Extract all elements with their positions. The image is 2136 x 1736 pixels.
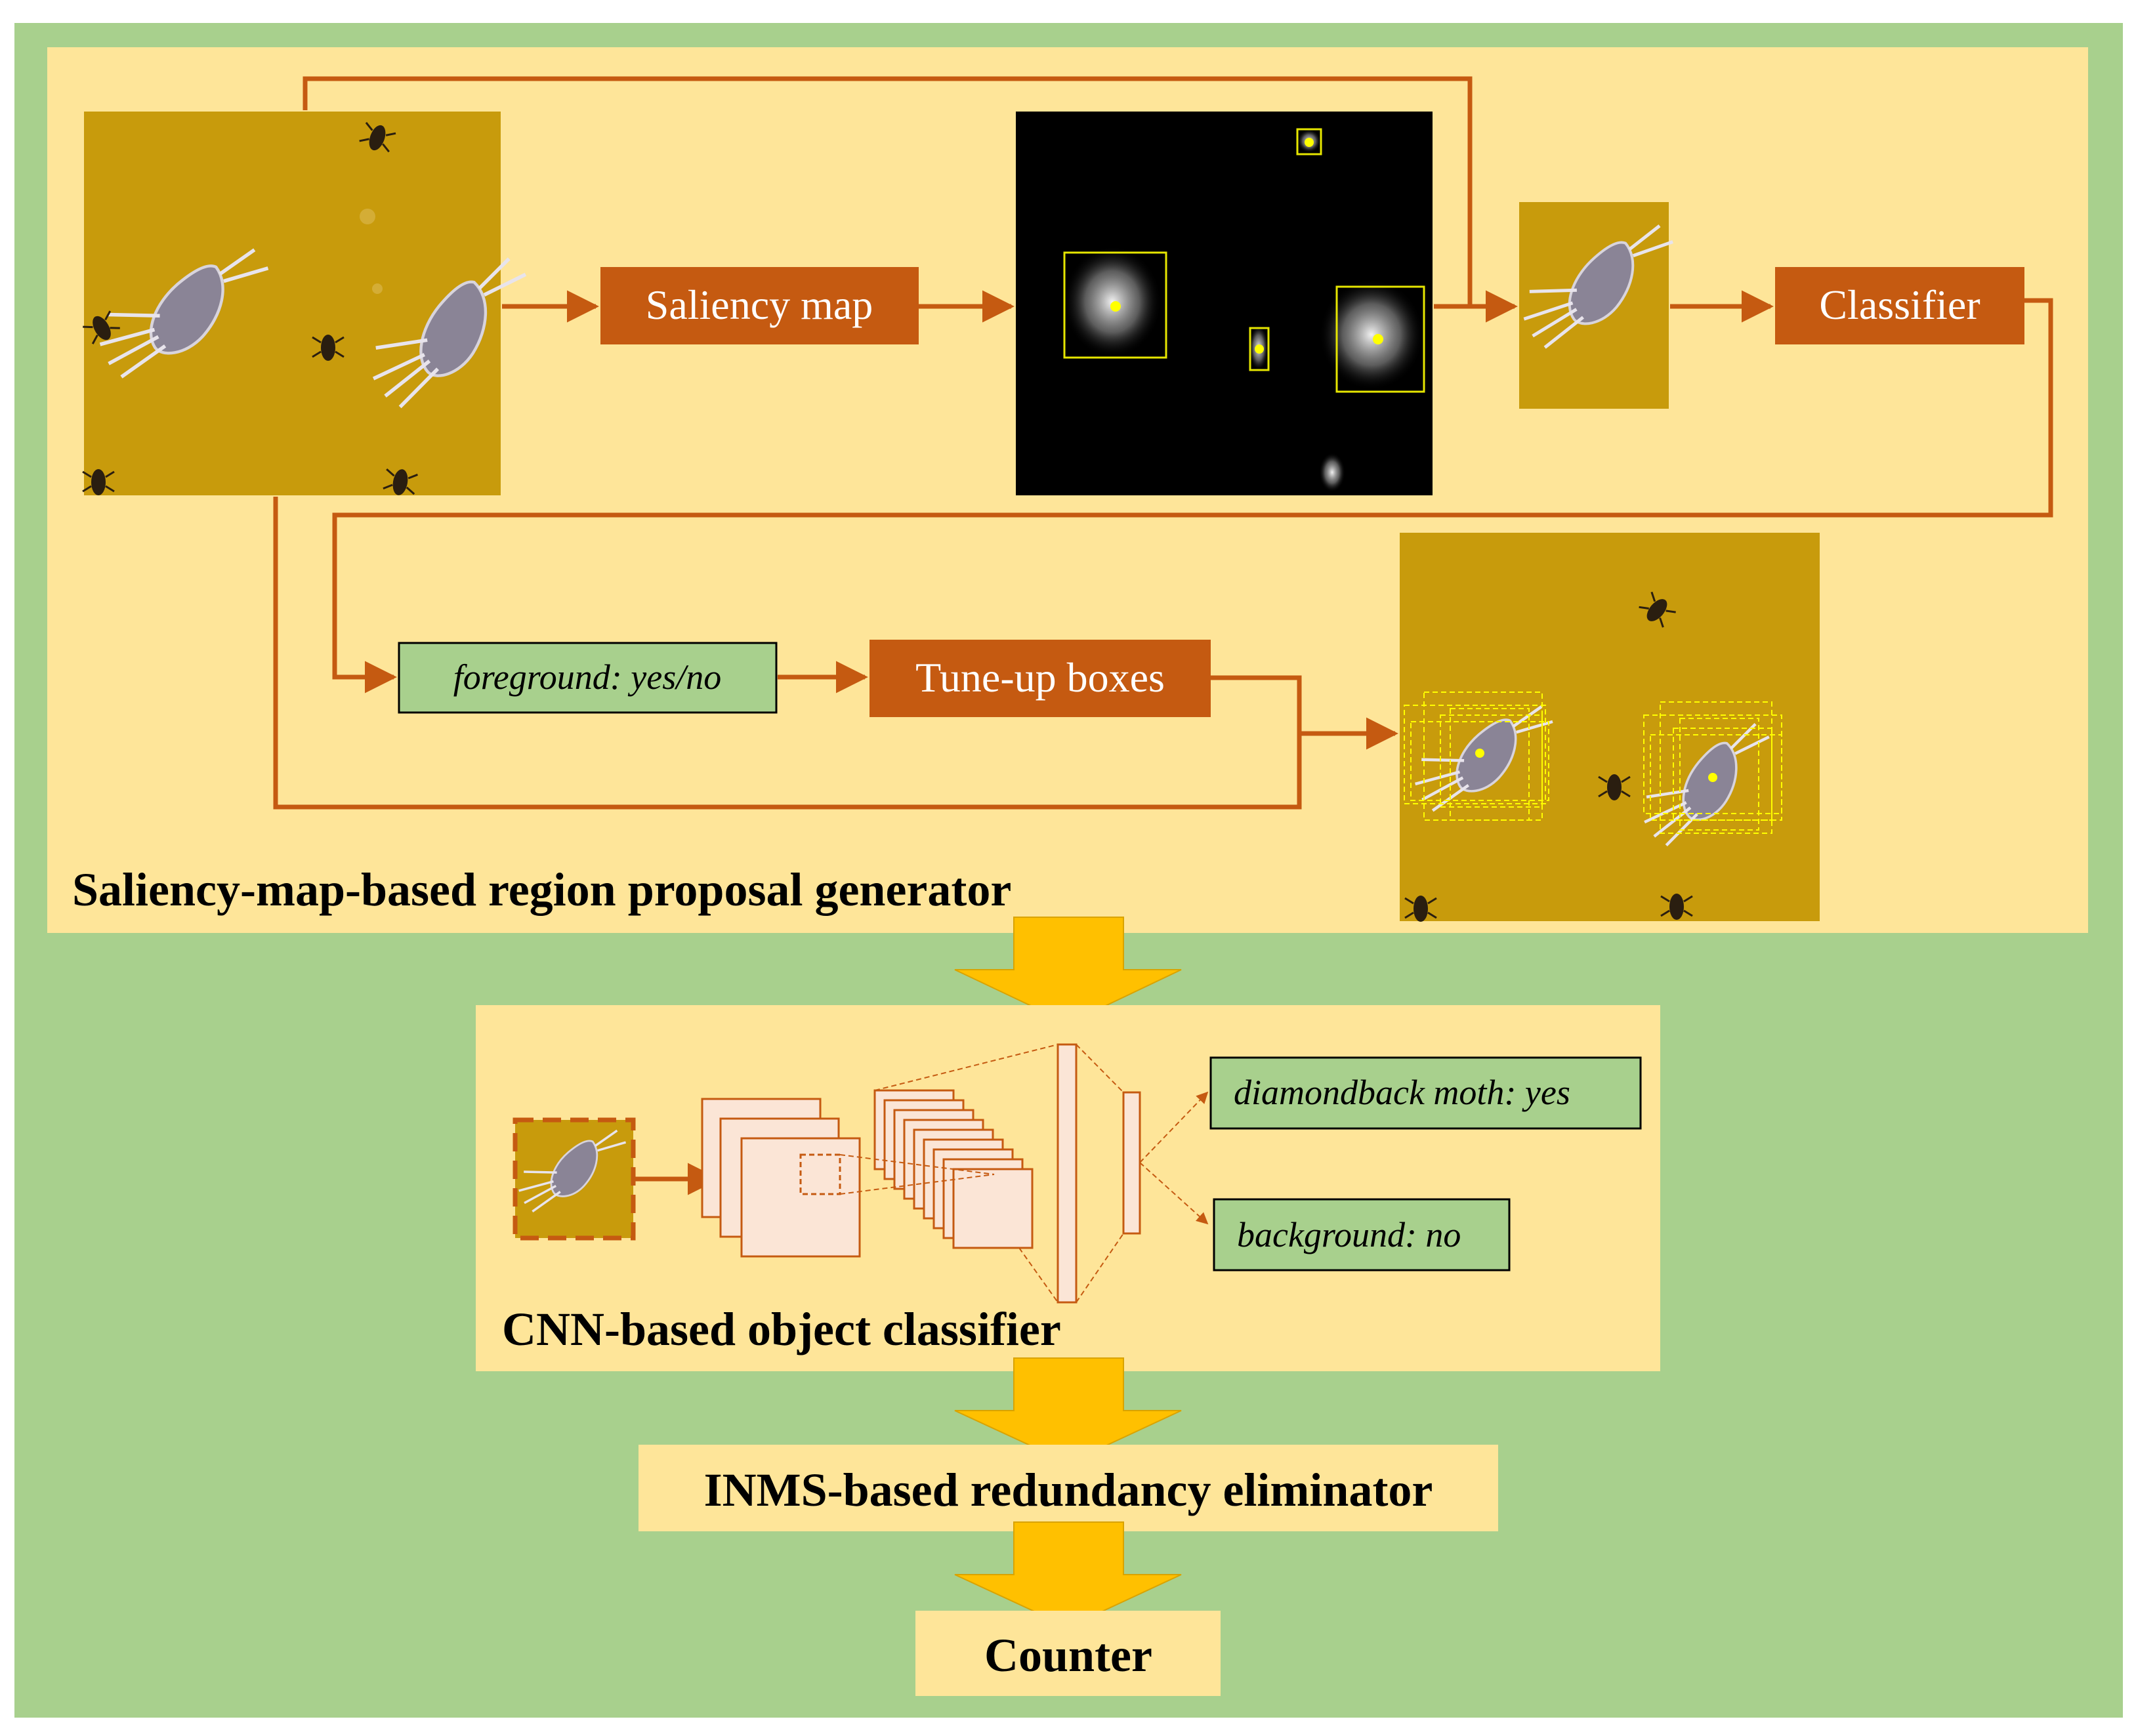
stage3-title: INMS-based redundancy eliminator — [704, 1464, 1433, 1516]
saliency-map-box — [600, 267, 919, 344]
cnn-conv-block-1 — [701, 1098, 861, 1258]
stage3-panel — [639, 1445, 1498, 1531]
moth-crop-image-icon — [1509, 186, 1676, 409]
stage1-title: Saliency-map-based region proposal gener… — [72, 863, 1011, 916]
cnn-receptive-field — [799, 1153, 841, 1195]
saliency-map-label: Saliency map — [646, 281, 873, 328]
cnn-input-image-icon — [507, 1099, 636, 1241]
cnn-projection-lines — [839, 1044, 1124, 1303]
saliency-map-image-icon — [1016, 112, 1433, 495]
sticky-trap-photo-icon — [80, 112, 528, 499]
output-negative-name: background — [1237, 1215, 1406, 1254]
output-positive-name: diamondback moth — [1234, 1073, 1504, 1112]
flow-arrow-1-icon — [954, 917, 1182, 1025]
stage4-panel — [915, 1611, 1221, 1696]
stage1-connectors — [273, 76, 2053, 810]
output-negative-box — [1213, 1198, 1511, 1271]
foreground-label: foreground: yes/no — [453, 657, 721, 697]
stage2-title: CNN-based object classifier — [502, 1303, 1061, 1355]
cnn-output-lines — [1139, 1091, 1209, 1225]
output-negative-value: : no — [1405, 1215, 1461, 1254]
classifier-label: Classifier — [1819, 281, 1980, 328]
foreground-box — [398, 642, 778, 714]
stage4-title: Counter — [984, 1629, 1152, 1682]
cnn-fc-layer-1 — [1057, 1043, 1078, 1304]
tuneup-boxes-label: Tune-up boxes — [915, 654, 1165, 701]
output-positive-box — [1209, 1056, 1642, 1130]
tuneup-boxes-box — [869, 640, 1211, 717]
region-proposals-image-icon — [1400, 533, 1820, 923]
output-positive-label: diamondback moth: yes — [1234, 1073, 1570, 1112]
output-negative-label: background: no — [1237, 1215, 1461, 1254]
flow-arrow-3-icon — [954, 1521, 1182, 1628]
cnn-fc-layer-2 — [1122, 1091, 1141, 1235]
cnn-conv-block-2 — [873, 1089, 1034, 1249]
classifier-box — [1775, 267, 2024, 344]
output-positive-value: : yes — [1504, 1073, 1570, 1112]
flow-arrow-2-icon — [954, 1357, 1182, 1464]
